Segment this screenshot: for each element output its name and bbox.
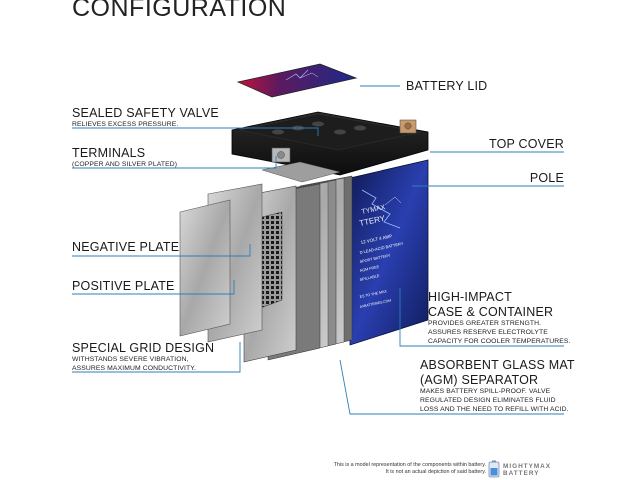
brand-line-1: MIGHTYMAX xyxy=(503,463,552,470)
label-grid-desc-2: ASSURES MAXIMUM CONDUCTIVITY. xyxy=(72,365,196,372)
label-top-cover: TOP COVER xyxy=(489,137,564,151)
case-bottom-line: AXBATTERIES.COM xyxy=(359,298,391,309)
label-case-desc-3: CAPACITY FOR COOLER TEMPERATURES. xyxy=(428,338,571,345)
label-case-line1: HIGH-IMPACT xyxy=(428,290,512,304)
label-battery-lid: BATTERY LID xyxy=(406,79,488,93)
case-tag-2: AGM FREE xyxy=(359,265,380,273)
top-cover xyxy=(231,111,429,176)
footnote-line-2: It is not an actual depiction of said ba… xyxy=(385,468,486,475)
label-agm-line2: (AGM) SEPARATOR xyxy=(420,373,539,387)
label-case-desc-2: ASSURES RESERVE ELECTROLYTE xyxy=(428,329,548,336)
terminal-left xyxy=(271,147,291,163)
terminal-right xyxy=(399,119,417,134)
footnote-line-1: This is a model representation of the co… xyxy=(333,462,486,468)
label-sealed-valve: SEALED SAFETY VALVE xyxy=(72,106,219,120)
label-case-desc-1: PROVIDES GREATER STRENGTH. xyxy=(428,320,542,327)
case-tag-1: SPORT BATTERY xyxy=(359,253,391,263)
case-brand-fragment: TYMAX xyxy=(361,204,386,216)
negative-plate xyxy=(179,199,231,337)
label-positive-plate: POSITIVE PLATE xyxy=(72,279,175,293)
page-title: CONFIGURATION xyxy=(72,0,287,22)
brand-battery-icon xyxy=(488,460,500,478)
label-terminals-desc: (COPPER AND SILVER PLATED) xyxy=(72,161,178,168)
case-tag-3: SPILLABLE xyxy=(359,274,380,282)
label-agm-desc-1: MAKES BATTERY SPILL-PROOF. VALVE xyxy=(420,388,551,395)
case-code-line: ES TO THE MAX xyxy=(359,289,387,299)
pole xyxy=(261,161,341,183)
label-agm-desc-2: REGULATED DESIGN ELIMINATES FLUID xyxy=(420,397,556,404)
brand-logo-text: MIGHTYMAX BATTERY xyxy=(503,463,551,477)
leader-lines xyxy=(72,85,564,415)
case-spec-line: 12 VOLT 4 AMP xyxy=(360,233,392,245)
label-grid-desc-1: WITHSTANDS SEVERE VIBRATION, xyxy=(72,356,189,363)
label-sealed-valve-desc: RELIEVES EXCESS PRESSURE. xyxy=(72,121,179,128)
label-agm-desc-3: LOSS AND THE NEED TO REFILL WITH ACID. xyxy=(420,406,569,413)
label-pole: POLE xyxy=(529,171,564,185)
label-grid-design: SPECIAL GRID DESIGN xyxy=(72,341,215,355)
label-terminals: TERMINALS xyxy=(72,146,146,160)
footnote: This is a model representation of the co… xyxy=(326,462,486,475)
battery-lid xyxy=(236,63,358,98)
label-agm-line1: ABSORBENT GLASS MAT xyxy=(420,358,575,372)
label-negative-plate: NEGATIVE PLATE xyxy=(72,240,180,254)
brand-line-2: BATTERY xyxy=(503,470,540,477)
label-case-line2: CASE & CONTAINER xyxy=(428,305,554,319)
